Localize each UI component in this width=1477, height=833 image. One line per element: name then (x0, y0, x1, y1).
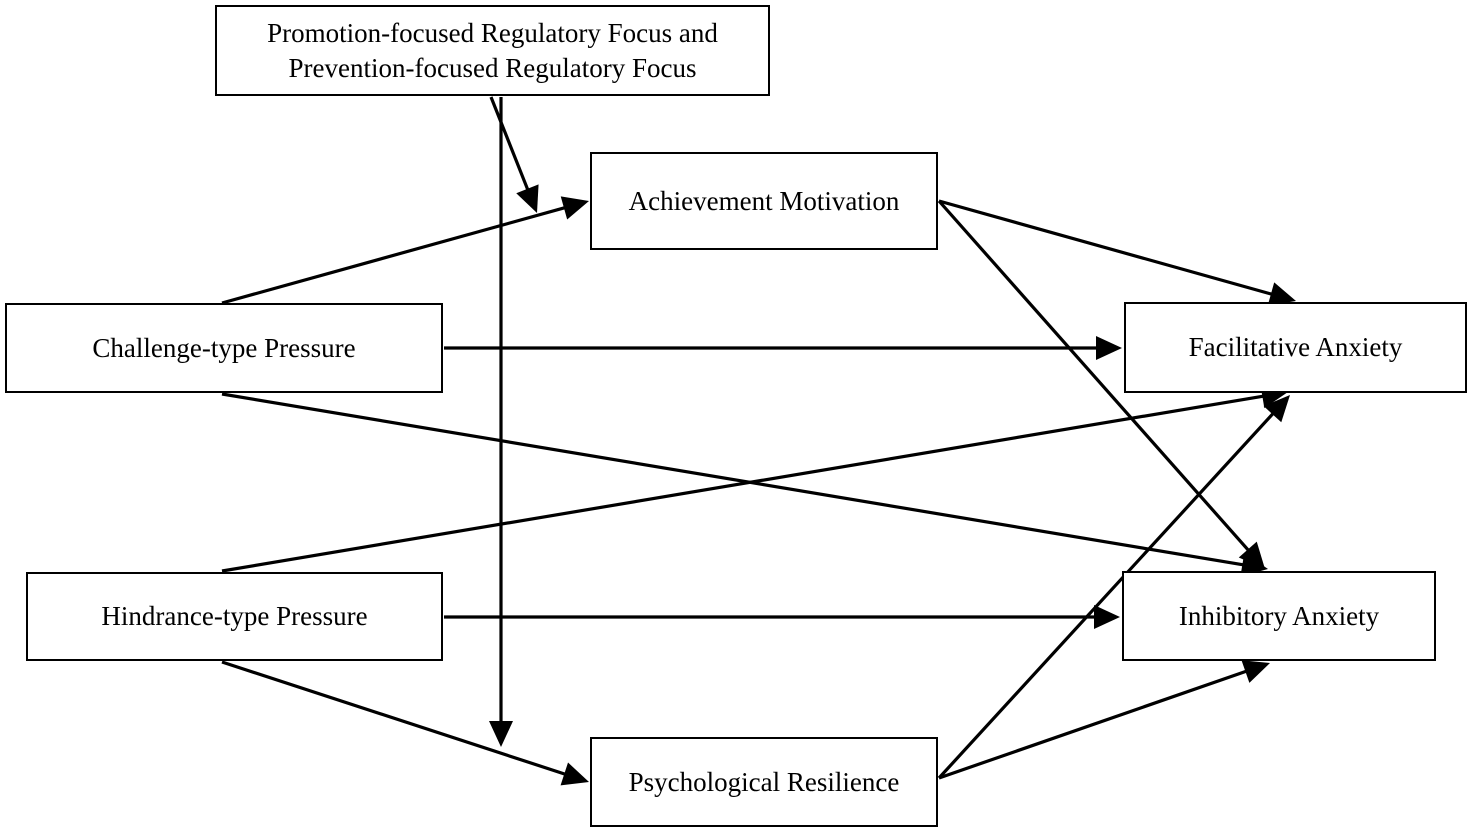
node-label-hindrance-type-pressure: Hindrance-type Pressure (101, 601, 368, 632)
edge-arrowhead (560, 196, 589, 220)
edge-arrowhead (1096, 336, 1122, 360)
edge-moderator-on-hindrance-resilience (489, 97, 513, 747)
node-facilitative-anxiety[interactable]: Facilitative Anxiety (1124, 302, 1467, 393)
edge-arrowhead (1094, 605, 1120, 629)
edge-challenge-to-achievement (221, 196, 589, 305)
node-regulatory-focus[interactable]: Promotion-focused Regulatory Focus and P… (215, 5, 770, 96)
edge-resilience-to-inhibitory (938, 660, 1270, 780)
edge-arrowhead (1263, 395, 1290, 423)
edge-resilience-to-facilitative (937, 395, 1290, 780)
node-label-challenge-type-pressure: Challenge-type Pressure (92, 332, 356, 363)
node-label-achievement-motivation: Achievement Motivation (628, 185, 900, 216)
edge-line (489, 96, 531, 194)
edge-line (221, 660, 570, 777)
node-label-psychological-resilience: Psychological Resilience (628, 766, 900, 797)
node-label-inhibitory-anxiety: Inhibitory Anxiety (1178, 600, 1380, 631)
edge-arrowhead (1238, 541, 1265, 569)
edge-arrowhead (1241, 660, 1270, 683)
node-challenge-type-pressure[interactable]: Challenge-type Pressure (5, 303, 443, 393)
edge-achievement-to-facilitative (938, 199, 1296, 306)
edge-arrowhead (560, 762, 589, 786)
node-inhibitory-anxiety[interactable]: Inhibitory Anxiety (1122, 571, 1436, 661)
edge-line (938, 668, 1251, 780)
edge-line (937, 409, 1277, 780)
edge-line (938, 199, 1276, 297)
edge-arrowhead (516, 184, 539, 213)
edge-line (221, 392, 1248, 568)
edge-moderator-on-challenge-achievement (489, 96, 539, 213)
edge-hindrance-to-resilience (221, 660, 589, 786)
node-achievement-motivation[interactable]: Achievement Motivation (590, 152, 938, 250)
edge-arrowhead (489, 721, 513, 747)
node-hindrance-type-pressure[interactable]: Hindrance-type Pressure (26, 572, 443, 661)
edge-hindrance-to-inhibitory (444, 605, 1120, 629)
node-label-facilitative-anxiety: Facilitative Anxiety (1188, 332, 1403, 363)
node-psychological-resilience[interactable]: Psychological Resilience (590, 737, 938, 827)
node-label-regulatory-focus: Promotion-focused Regulatory Focus and P… (267, 17, 718, 83)
edge-line (221, 205, 569, 305)
edge-arrowhead (1267, 282, 1296, 306)
edge-line (221, 393, 1268, 573)
edge-challenge-to-facilitative (444, 336, 1122, 360)
